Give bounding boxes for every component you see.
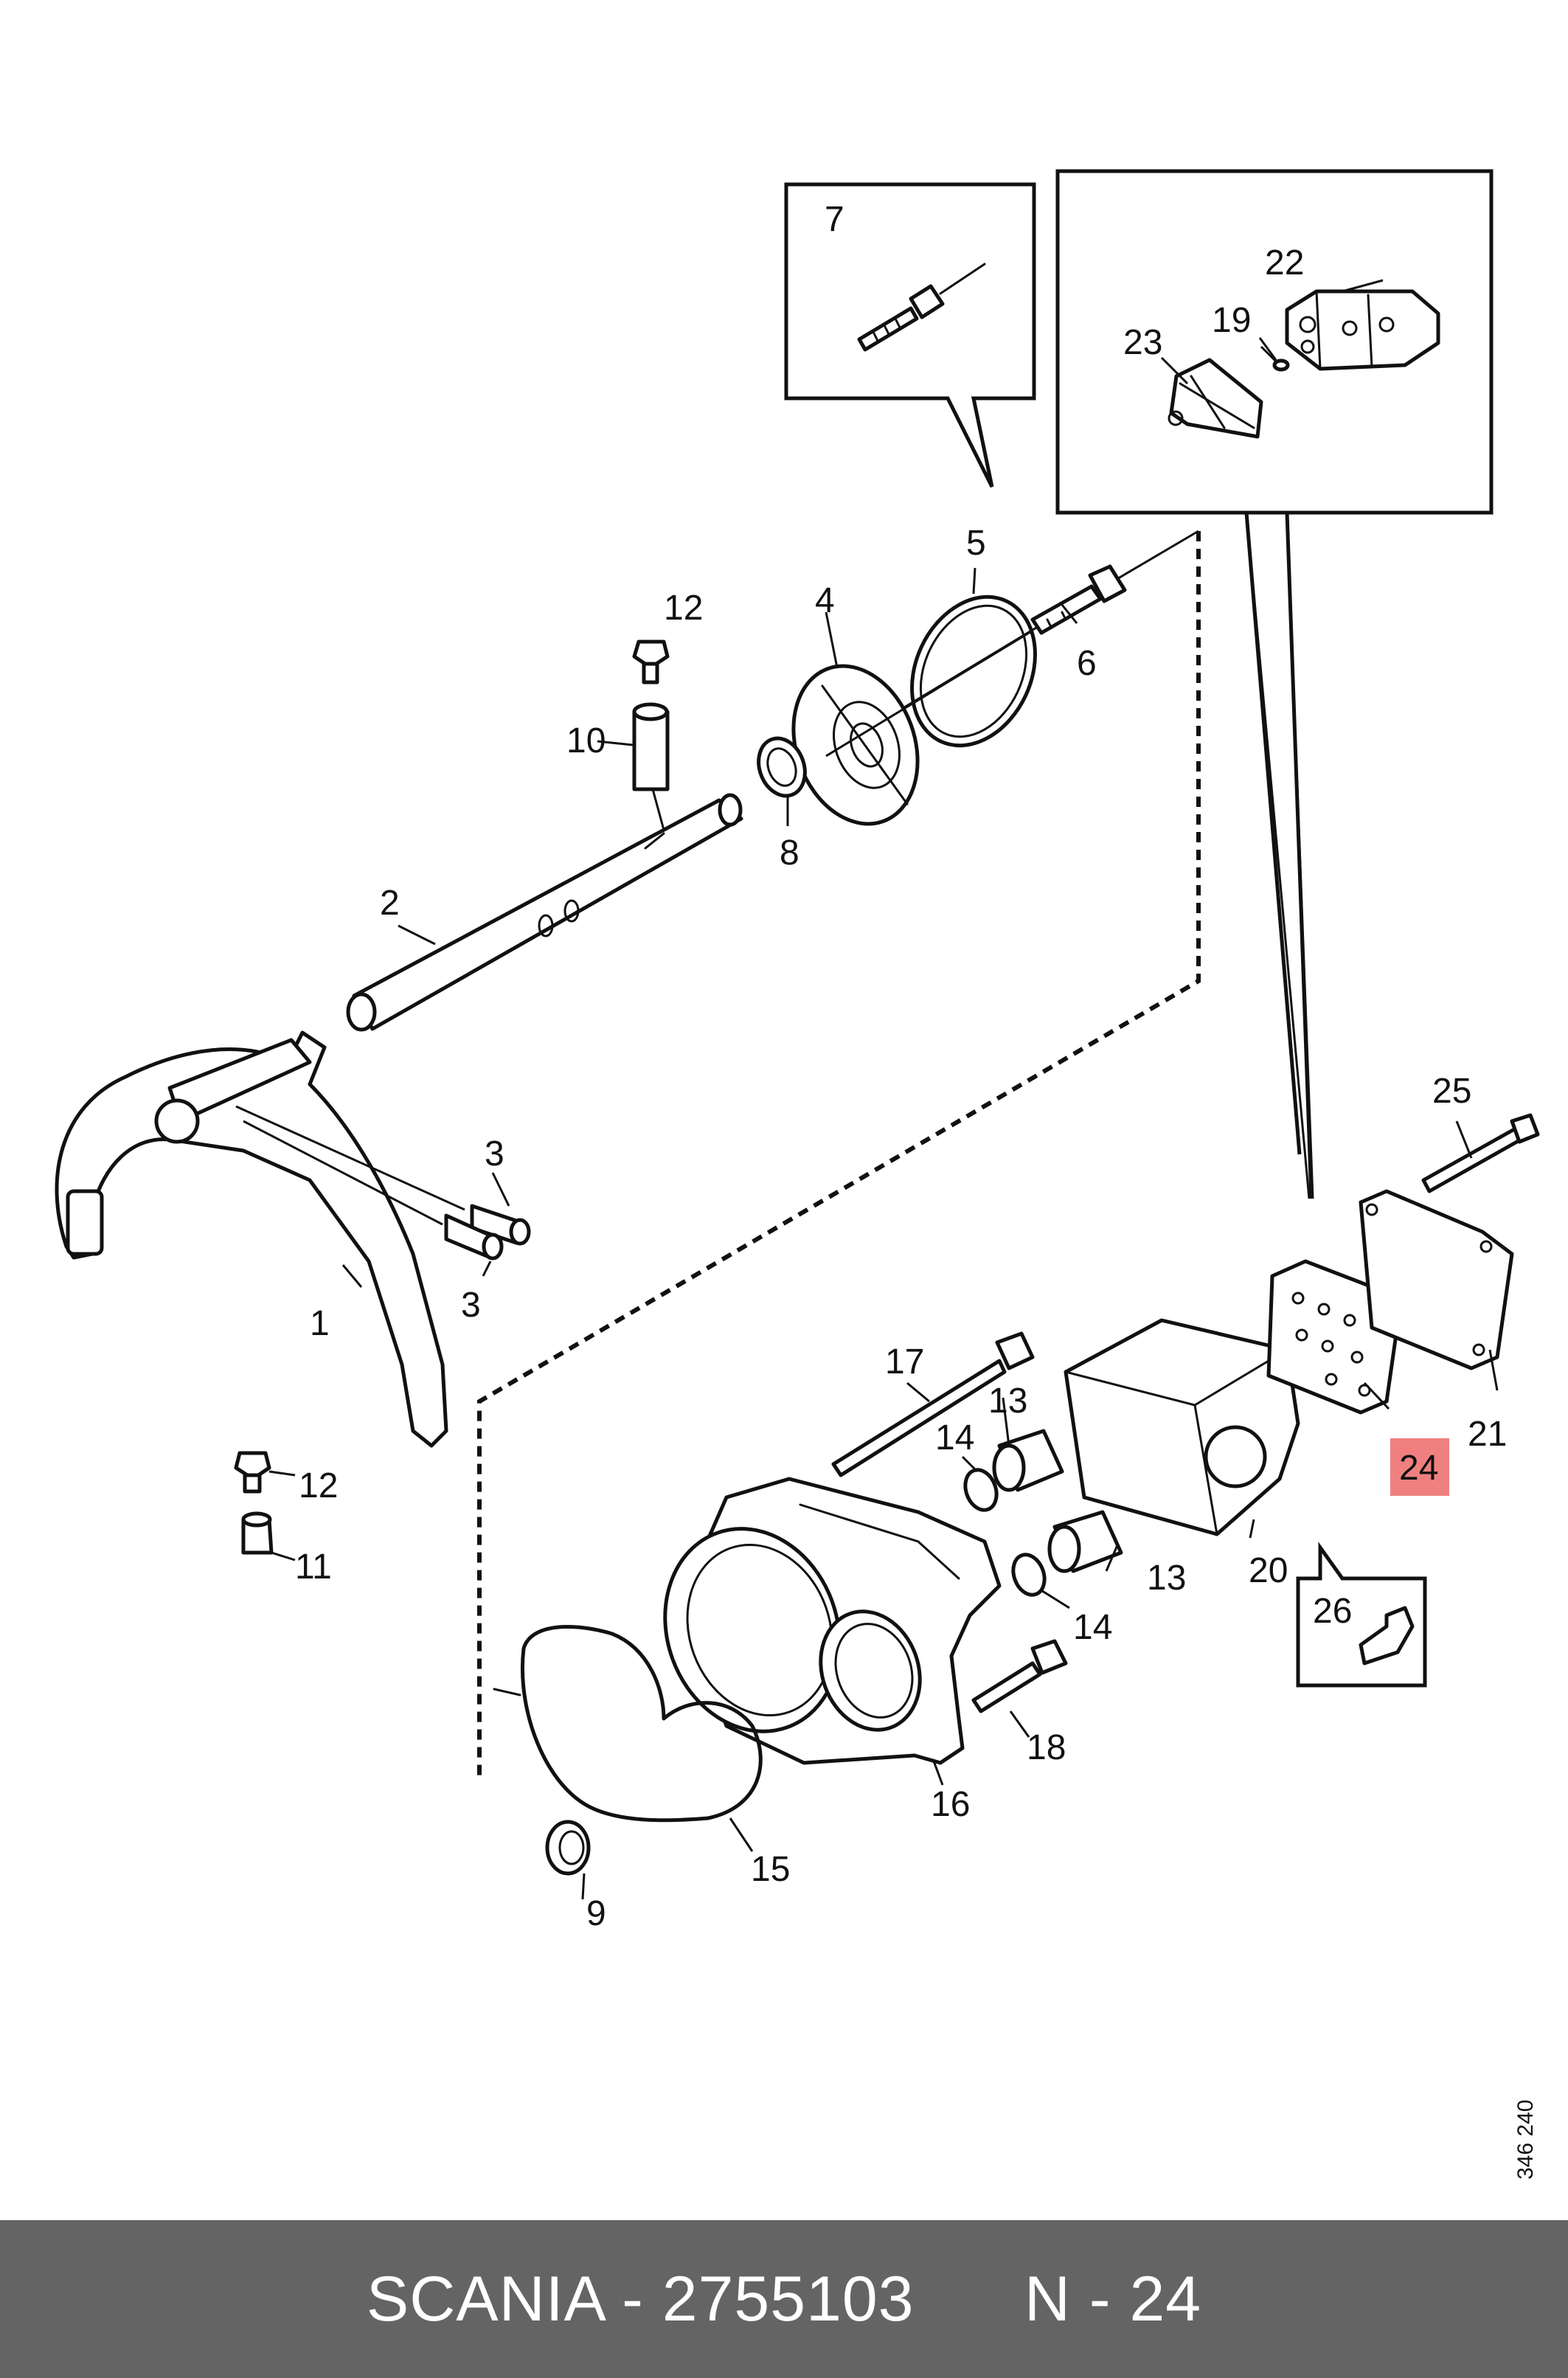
part-16-housing[interactable] <box>637 1477 1002 1765</box>
part-25-bolt[interactable] <box>1421 1113 1540 1193</box>
part-14-o-ring-lower[interactable] <box>1008 1550 1050 1599</box>
callout-20: 20 <box>1249 1551 1288 1590</box>
part-2-shift-rod[interactable] <box>346 793 743 1032</box>
inset-box-19-22-23 <box>1055 169 1494 1199</box>
part-12-bolt-upper[interactable] <box>632 639 670 684</box>
part-3-pin-lower[interactable] <box>444 1213 504 1261</box>
footer-separator: - <box>603 2263 662 2334</box>
drawing-number: 346 240 <box>1513 2099 1538 2180</box>
callout-13-lower: 13 <box>1147 1559 1186 1598</box>
part-9-seal[interactable] <box>545 1820 591 1876</box>
part-14-o-ring-upper[interactable] <box>960 1466 1002 1514</box>
part-18-bolt[interactable] <box>971 1639 1068 1713</box>
exploded-parts-diagram: 1 2 3 3 4 5 6 7 8 9 10 11 12 12 13 13 14… <box>55 169 1540 1933</box>
part-21-cover[interactable] <box>1359 1189 1514 1370</box>
inset-box-26 <box>1296 1542 1427 1688</box>
callout-9: 9 <box>586 1894 606 1933</box>
footer-position: 24 <box>1129 2263 1202 2334</box>
callout-labels: 1 2 3 3 4 5 6 7 8 9 10 11 12 12 13 13 14… <box>295 200 1507 1933</box>
callout-23: 23 <box>1123 323 1162 362</box>
inset-box-7 <box>784 182 1036 488</box>
part-17-bolt[interactable] <box>831 1331 1035 1477</box>
callout-4: 4 <box>815 581 835 620</box>
part-6-bolt[interactable] <box>1030 564 1127 635</box>
assembly-outline <box>477 531 1201 1778</box>
callout-17: 17 <box>885 1342 924 1382</box>
footer-text: SCANIA - 2755103 N - 24 <box>367 2263 1201 2336</box>
callout-25: 25 <box>1432 1072 1471 1111</box>
part-20-control-unit[interactable] <box>1064 1318 1300 1536</box>
part-13-connector-upper[interactable] <box>992 1429 1064 1492</box>
callout-21: 21 <box>1468 1415 1507 1454</box>
part-15-gasket[interactable] <box>493 1624 763 1823</box>
callout-12-upper: 12 <box>664 589 703 628</box>
part-26-elbow-fitting[interactable] <box>1359 1606 1415 1665</box>
part-12-bolt-lower[interactable] <box>234 1451 271 1494</box>
callout-26: 26 <box>1313 1592 1352 1631</box>
part-5-o-ring[interactable] <box>889 577 1058 766</box>
part-7-stud[interactable] <box>857 263 986 352</box>
part-3-pin-upper[interactable] <box>470 1204 531 1246</box>
part-13-connector-lower[interactable] <box>1047 1510 1123 1573</box>
footer-position-separator: - <box>1071 2263 1130 2334</box>
part-19-o-ring[interactable] <box>1272 358 1290 372</box>
footer-part-number: 2755103 <box>662 2263 915 2334</box>
callout-14-upper: 14 <box>935 1418 974 1457</box>
callout-8: 8 <box>780 833 799 873</box>
callout-7: 7 <box>825 200 844 239</box>
footer-gap <box>915 2264 1024 2334</box>
callout-6: 6 <box>1077 644 1097 683</box>
callout-22: 22 <box>1265 243 1304 282</box>
callout-5: 5 <box>966 524 986 563</box>
callout-18: 18 <box>1027 1728 1066 1767</box>
callout-19: 19 <box>1212 301 1251 340</box>
callout-2: 2 <box>380 884 400 923</box>
callout-3-upper: 3 <box>485 1134 504 1174</box>
callout-3-lower: 3 <box>461 1286 481 1325</box>
callout-13-upper: 13 <box>988 1382 1027 1421</box>
part-1-shift-fork[interactable] <box>55 1030 448 1448</box>
part-23-cover[interactable] <box>1168 358 1263 439</box>
callout-10: 10 <box>566 721 606 760</box>
callout-24: 24 <box>1399 1449 1438 1488</box>
part-8-seal[interactable] <box>751 732 813 803</box>
callout-14-lower: 14 <box>1073 1608 1112 1647</box>
part-22-valve-block[interactable] <box>1285 289 1440 371</box>
leader-lines <box>268 279 1499 1900</box>
part-11-plug[interactable] <box>241 1511 274 1555</box>
callout-1: 1 <box>310 1304 330 1343</box>
callout-11: 11 <box>295 1547 332 1587</box>
footer-bar: SCANIA - 2755103 N - 24 <box>0 2220 1568 2378</box>
footer-brand: SCANIA <box>366 2263 604 2334</box>
callout-15: 15 <box>751 1850 790 1889</box>
callout-16: 16 <box>931 1785 970 1824</box>
part-10-sleeve[interactable] <box>632 702 670 831</box>
callout-24-highlight <box>1390 1438 1449 1496</box>
footer-position-prefix: N <box>1024 2263 1072 2334</box>
callout-12-lower: 12 <box>299 1466 338 1505</box>
